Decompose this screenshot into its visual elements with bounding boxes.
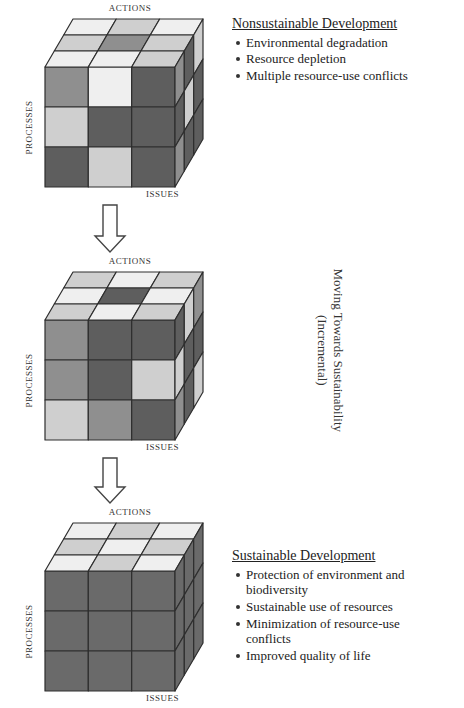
cube-facelet (88, 400, 131, 440)
bullet-dot (236, 573, 240, 577)
bullet-dot (236, 74, 240, 78)
cube-facelet (45, 147, 88, 187)
axis-label-top: ACTIONS (109, 257, 152, 266)
cube-facelet (45, 651, 88, 691)
bullet-item: Resource depletion (232, 51, 457, 67)
heading-text: Sustainable Development (232, 548, 375, 563)
cube-facelet (184, 619, 193, 675)
text-group: Nonsustainable DevelopmentEnvironmental … (232, 16, 457, 85)
bullet-text: Resource depletion (246, 51, 346, 66)
section-heading: Nonsustainable Development (232, 16, 457, 33)
bullet-dot (236, 57, 240, 61)
cube-facelet (45, 320, 88, 360)
cube-facelet (88, 67, 131, 107)
bullet-item: Protection of environment and biodiversi… (232, 567, 422, 598)
cube-facelet (194, 603, 203, 659)
cube-facelet (175, 635, 184, 691)
block-arrow (95, 205, 125, 252)
axis-label-left: PROCESSES (25, 353, 34, 407)
bullet-text: Environmental degradation (246, 35, 388, 50)
cube-facelet (45, 67, 88, 107)
bullet-dot (236, 605, 240, 609)
cube-facelet (194, 352, 203, 408)
cube-facelet (132, 360, 175, 400)
cube-node: ACTIONS PROCESSES ISSUES (15, 255, 215, 455)
cube-node: ACTIONS PROCESSES ISSUES (15, 2, 215, 202)
bullet-item: Minimization of resource-use conflicts (232, 616, 422, 647)
cube-facelet (175, 384, 184, 440)
bullet-text: Minimization of resource-use conflicts (246, 616, 400, 647)
axis-label-left: PROCESSES (25, 604, 34, 658)
rubik-cube (15, 255, 215, 455)
rubik-cube (15, 2, 215, 202)
cube-facelet (88, 611, 131, 651)
bullet-text: Improved quality of life (246, 648, 371, 663)
heading-text: Nonsustainable Development (232, 16, 397, 31)
bullet-text: Sustainable use of resources (246, 599, 393, 614)
cube-facelet (45, 400, 88, 440)
text-group: Sustainable DevelopmentProtection of env… (232, 548, 422, 664)
section-heading: Sustainable Development (232, 548, 422, 565)
cube-facelet (132, 400, 175, 440)
bullet-item: Sustainable use of resources (232, 599, 422, 615)
cube-facelet (175, 131, 184, 187)
bullet-text: Multiple resource-use conflicts (246, 68, 408, 83)
block-arrow (95, 458, 125, 503)
bullet-dot (236, 41, 240, 45)
bullet-text: Protection of environment and biodiversi… (246, 567, 405, 598)
cube-facelet (132, 147, 175, 187)
cube-facelet (132, 611, 175, 651)
bullet-dot (236, 622, 240, 626)
rubik-cube (15, 506, 215, 706)
cube-facelet (184, 115, 193, 171)
axis-label-left: PROCESSES (25, 100, 34, 154)
cube-facelet (45, 107, 88, 147)
cube-facelet (45, 360, 88, 400)
cube-facelet (132, 67, 175, 107)
bullet-item: Improved quality of life (232, 648, 422, 664)
bullet-dot (236, 654, 240, 658)
vertical-note: Moving Towards Sustainability (Increment… (314, 255, 347, 445)
axis-label-bottom: ISSUES (146, 443, 179, 452)
cube-facelet (132, 571, 175, 611)
cube-facelet (184, 368, 193, 424)
cube-facelet (88, 360, 131, 400)
cube-facelet (45, 571, 88, 611)
cube-facelet (88, 147, 131, 187)
bullet-item: Environmental degradation (232, 35, 457, 51)
bullet-item: Multiple resource-use conflicts (232, 68, 457, 84)
cube-facelet (88, 651, 131, 691)
cube-facelet (132, 107, 175, 147)
cube-facelet (45, 611, 88, 651)
cube-facelet (88, 320, 131, 360)
axis-label-bottom: ISSUES (146, 694, 179, 703)
cube-facelet (132, 320, 175, 360)
axis-label-top: ACTIONS (109, 4, 152, 13)
cube-facelet (88, 107, 131, 147)
cube-facelet (132, 651, 175, 691)
cube-node: ACTIONS PROCESSES ISSUES (15, 506, 215, 706)
cube-facelet (194, 99, 203, 155)
axis-label-top: ACTIONS (109, 508, 152, 517)
axis-label-bottom: ISSUES (146, 190, 179, 199)
cube-facelet (88, 571, 131, 611)
